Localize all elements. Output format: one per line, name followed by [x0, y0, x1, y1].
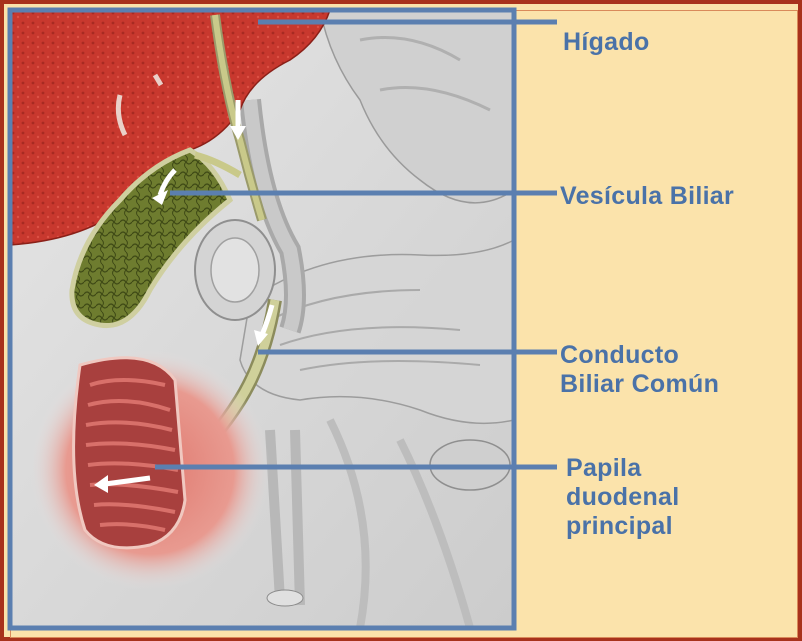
- label-liver: Hígado: [563, 28, 650, 57]
- label-papilla-line2: duodenal: [566, 483, 680, 512]
- label-papilla-line3: principal: [566, 512, 680, 541]
- label-papilla: Papila duodenal principal: [566, 454, 680, 541]
- label-bile-duct: Conducto Biliar Común: [560, 341, 719, 399]
- duodenum-shape: [30, 350, 270, 590]
- label-bile-duct-line2: Biliar Común: [560, 370, 719, 399]
- colon-loop: [195, 220, 275, 320]
- label-gallbladder: Vesícula Biliar: [560, 182, 734, 211]
- label-papilla-line1: Papila: [566, 454, 680, 483]
- label-bile-duct-line1: Conducto: [560, 341, 719, 370]
